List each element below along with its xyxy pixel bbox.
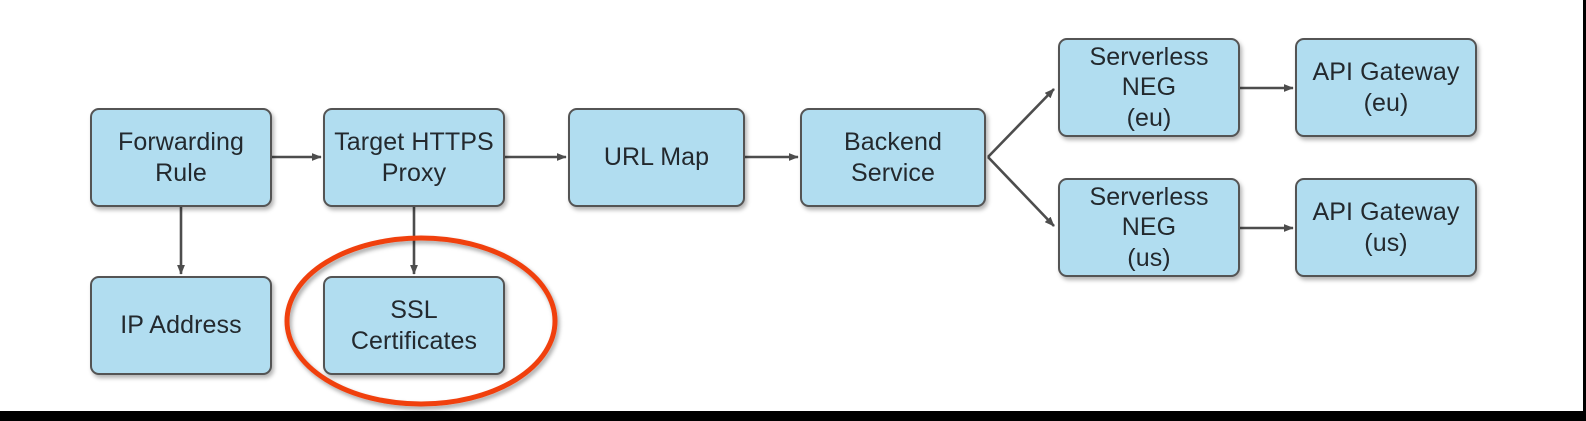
- node-url-map[interactable]: URL Map: [568, 108, 745, 207]
- node-api-gateway-eu-label: API Gateway (eu): [1312, 58, 1460, 117]
- node-url-map-label: URL Map: [603, 143, 710, 172]
- node-api-gateway-us[interactable]: API Gateway (us): [1295, 178, 1477, 277]
- node-serverless-neg-us-label: Serverless NEG (us): [1089, 182, 1209, 272]
- node-forwarding-rule-label: Forwarding Rule: [117, 128, 245, 187]
- edge-backend-service-to-serverless-neg-eu: [987, 88, 1055, 158]
- node-ip-address[interactable]: IP Address: [90, 276, 272, 375]
- node-backend-service-label: Backend Service: [844, 128, 942, 187]
- node-serverless-neg-eu[interactable]: Serverless NEG (eu): [1058, 38, 1240, 137]
- node-backend-service[interactable]: Backend Service: [800, 108, 986, 207]
- node-forwarding-rule[interactable]: Forwarding Rule: [90, 108, 272, 207]
- node-serverless-neg-us[interactable]: Serverless NEG (us): [1058, 178, 1240, 277]
- node-target-https-proxy-label: Target HTTPS Proxy: [334, 128, 494, 187]
- node-ssl-certificates[interactable]: SSL Certificates: [323, 276, 505, 375]
- node-serverless-neg-eu-label: Serverless NEG (eu): [1089, 42, 1209, 132]
- node-ssl-certificates-label: SSL Certificates: [350, 296, 478, 355]
- node-api-gateway-us-label: API Gateway (us): [1312, 198, 1460, 257]
- node-api-gateway-eu[interactable]: API Gateway (eu): [1295, 38, 1477, 137]
- node-target-https-proxy[interactable]: Target HTTPS Proxy: [323, 108, 505, 207]
- node-ip-address-label: IP Address: [120, 311, 242, 340]
- edge-backend-service-to-serverless-neg-us: [987, 156, 1055, 227]
